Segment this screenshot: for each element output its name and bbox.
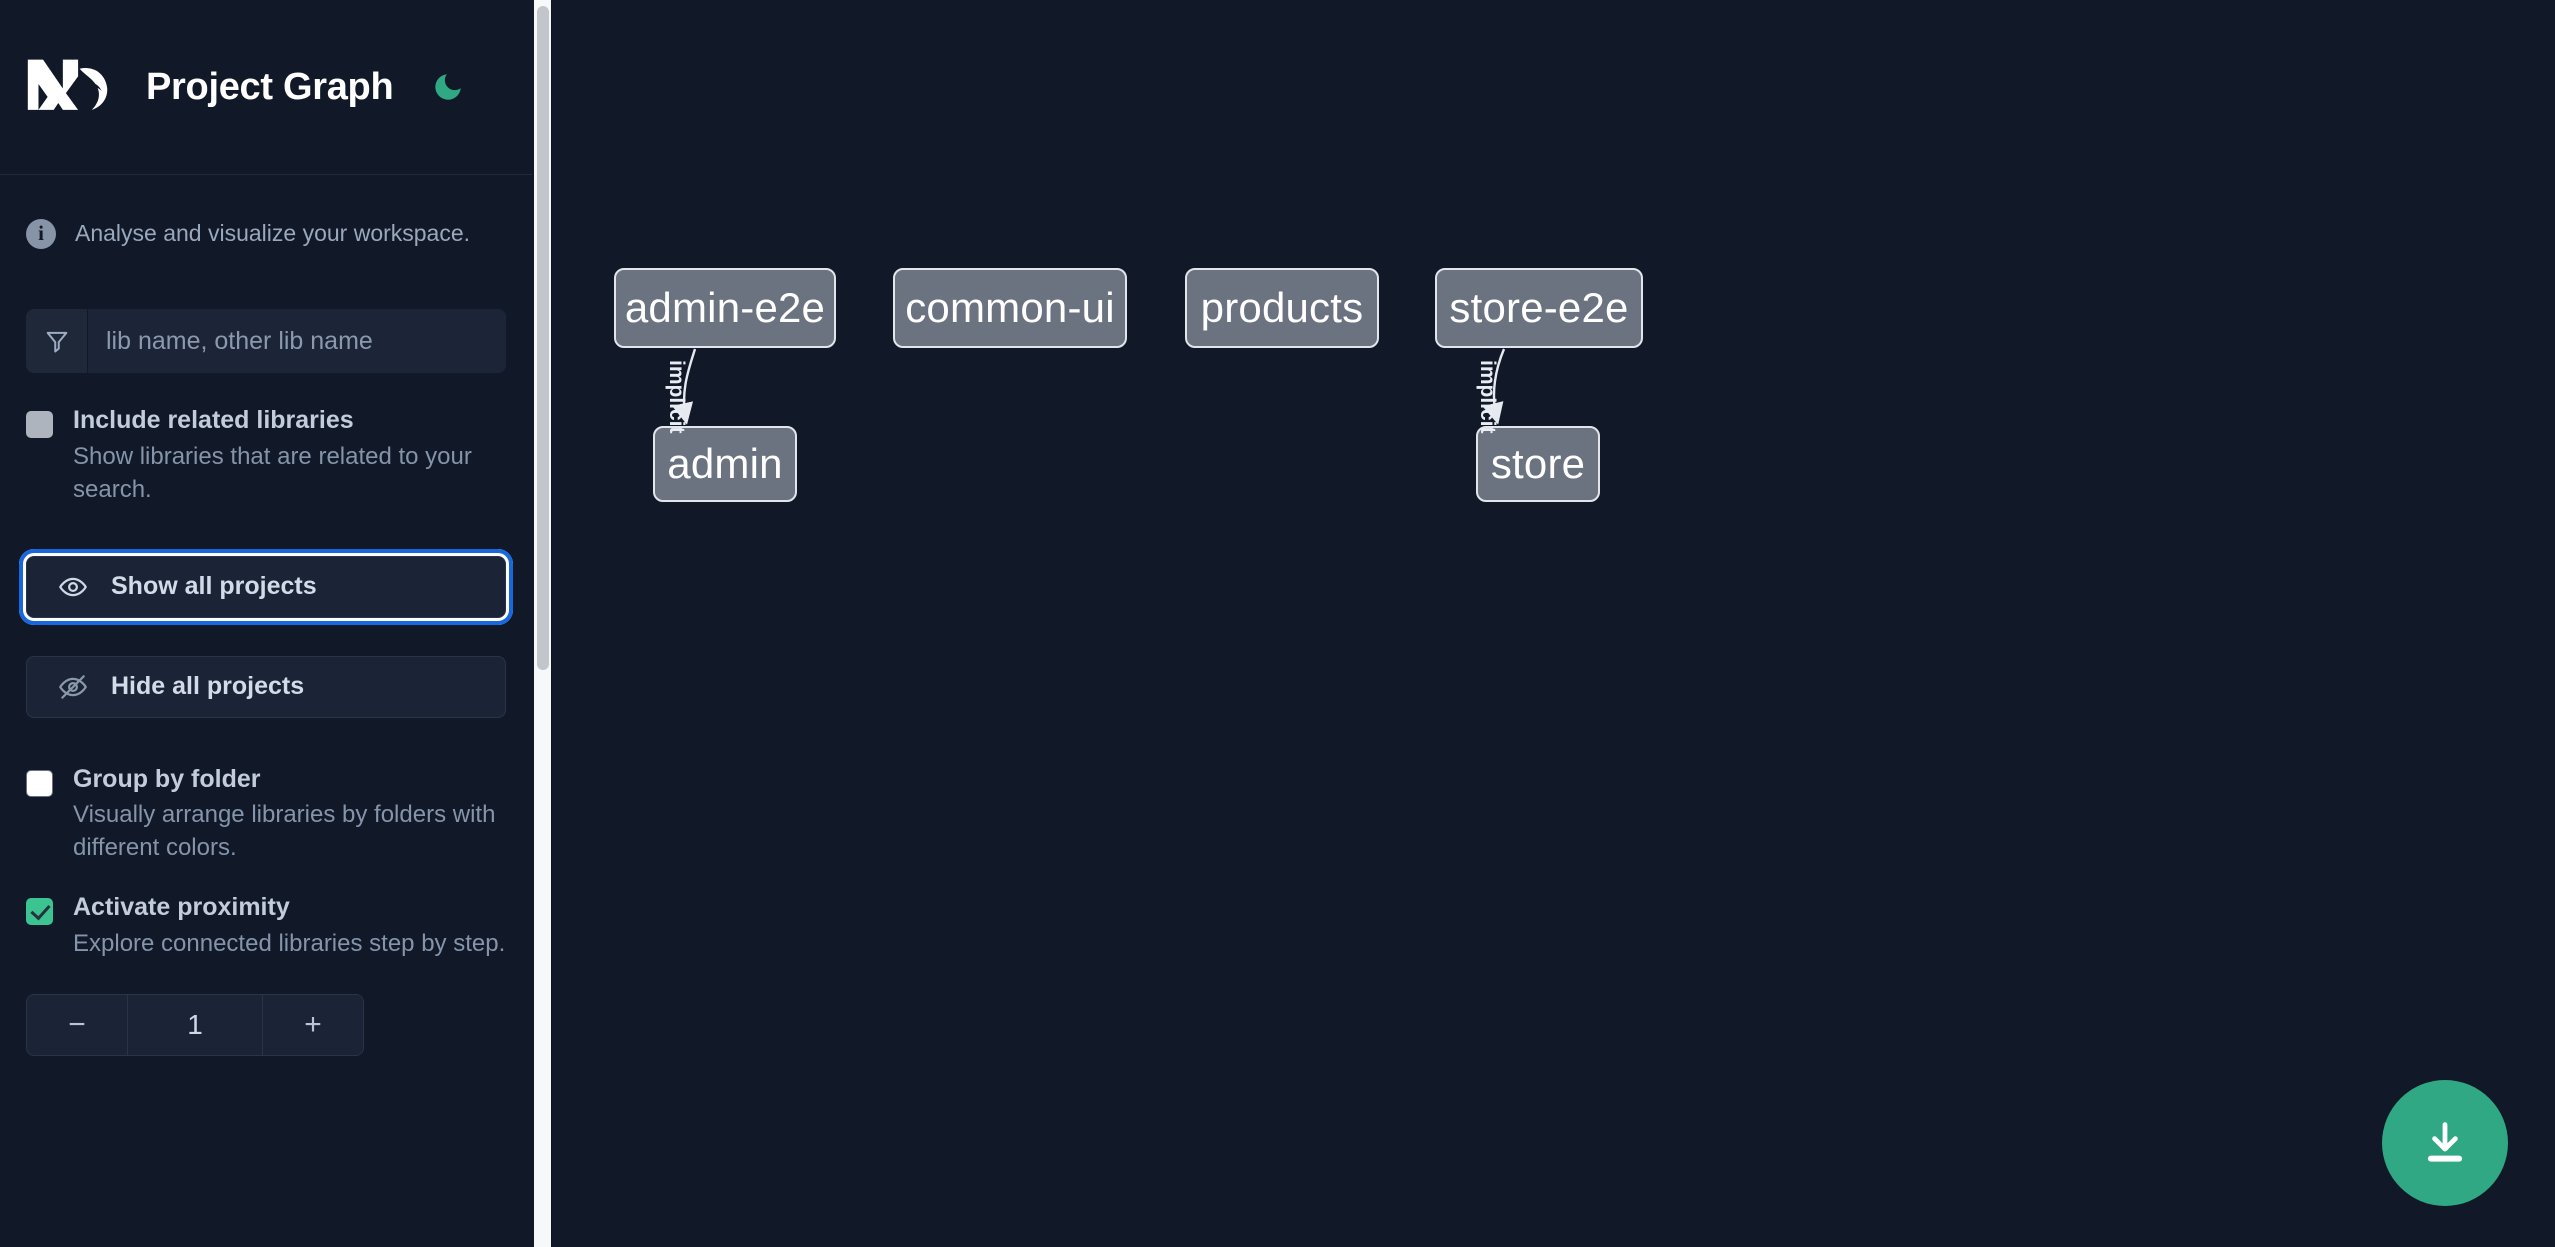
edge-label-implicit-store: implicit (1476, 360, 1499, 434)
eye-icon (55, 572, 91, 602)
group-by-folder-checkbox[interactable] (26, 769, 53, 797)
nx-logo-icon (27, 59, 108, 110)
proximity-stepper: − 1 + (26, 994, 364, 1057)
graph-node-common-ui[interactable]: common-ui (893, 268, 1127, 348)
funnel-icon (26, 309, 88, 373)
stepper-value: 1 (187, 1009, 203, 1041)
search-input[interactable] (88, 309, 506, 373)
option-include-related[interactable]: Include related libraries Show libraries… (0, 405, 532, 506)
graph-node-admin[interactable]: admin (653, 426, 797, 502)
proximity-stepper-wrap: − 1 + (0, 994, 532, 1057)
download-icon (2427, 1122, 2463, 1162)
show-all-projects-label: Show all projects (111, 572, 317, 601)
moon-glyph (435, 74, 462, 100)
option-texts: Include related libraries Show libraries… (73, 405, 506, 506)
edge-store-e2e-store (1482, 348, 1506, 425)
hide-all-projects-label: Hide all projects (111, 672, 305, 701)
sidebar: Project Graph i Analyse and visualize yo… (0, 0, 552, 1247)
eye-glyph (59, 577, 87, 596)
option-label: Group by folder (73, 764, 261, 793)
info-circle-icon: i (26, 218, 56, 249)
stepper-increment-button[interactable]: + (262, 995, 363, 1056)
download-image-button[interactable] (2382, 1080, 2508, 1206)
page-title: Project Graph (146, 65, 394, 108)
option-texts: Activate proximity Explore connected lib… (73, 892, 505, 960)
sidebar-content: Project Graph i Analyse and visualize yo… (0, 0, 552, 1057)
info-text: Analyse and visualize your workspace. (75, 220, 471, 246)
show-all-wrap: Show all projects (0, 548, 532, 625)
sidebar-divider (551, 0, 552, 1247)
filter-field (26, 309, 506, 373)
option-texts: Group by folder Visually arrange librari… (73, 764, 506, 865)
eye-off-glyph (59, 674, 87, 699)
option-activate-proximity[interactable]: Activate proximity Explore connected lib… (0, 892, 532, 960)
graph-edges-layer (671, 348, 1506, 425)
option-description: Explore connected libraries step by step… (73, 929, 506, 957)
graph-node-store-e2e[interactable]: store-e2e (1435, 268, 1643, 348)
option-label: Include related libraries (73, 406, 354, 434)
stepper-decrement-button[interactable]: − (27, 995, 128, 1056)
hide-all-projects-button[interactable]: Hide all projects (26, 655, 506, 718)
sidebar-scrollbar[interactable] (534, 0, 552, 1247)
include-related-checkbox[interactable] (26, 411, 53, 438)
option-group-by-folder[interactable]: Group by folder Visually arrange librari… (0, 764, 532, 865)
graph-node-products[interactable]: products (1185, 268, 1379, 348)
workspace-info: i Analyse and visualize your workspace. (0, 175, 532, 261)
activate-proximity-checkbox[interactable] (26, 898, 53, 926)
moon-icon[interactable] (425, 64, 471, 110)
hide-all-wrap: Hide all projects (0, 655, 532, 718)
eye-off-icon (55, 672, 91, 702)
graph-node-store[interactable]: store (1476, 426, 1600, 502)
sidebar-scrollbar-thumb[interactable] (537, 6, 549, 670)
graph-node-admin-e2e[interactable]: admin-e2e (614, 268, 836, 348)
option-description: Visually arrange libraries by folders wi… (73, 801, 496, 862)
funnel-glyph (46, 331, 67, 353)
edge-label-implicit-admin: implicit (665, 360, 688, 434)
option-description: Show libraries that are related to your … (73, 442, 472, 503)
sidebar-header: Project Graph (0, 0, 532, 175)
option-label: Activate proximity (73, 893, 290, 922)
show-all-projects-button[interactable]: Show all projects (19, 548, 513, 625)
button-spacer (0, 618, 532, 656)
edge-admin-e2e-admin (671, 348, 697, 425)
graph-canvas[interactable]: admin-e2e common-ui products store-e2e a… (552, 0, 2555, 1247)
